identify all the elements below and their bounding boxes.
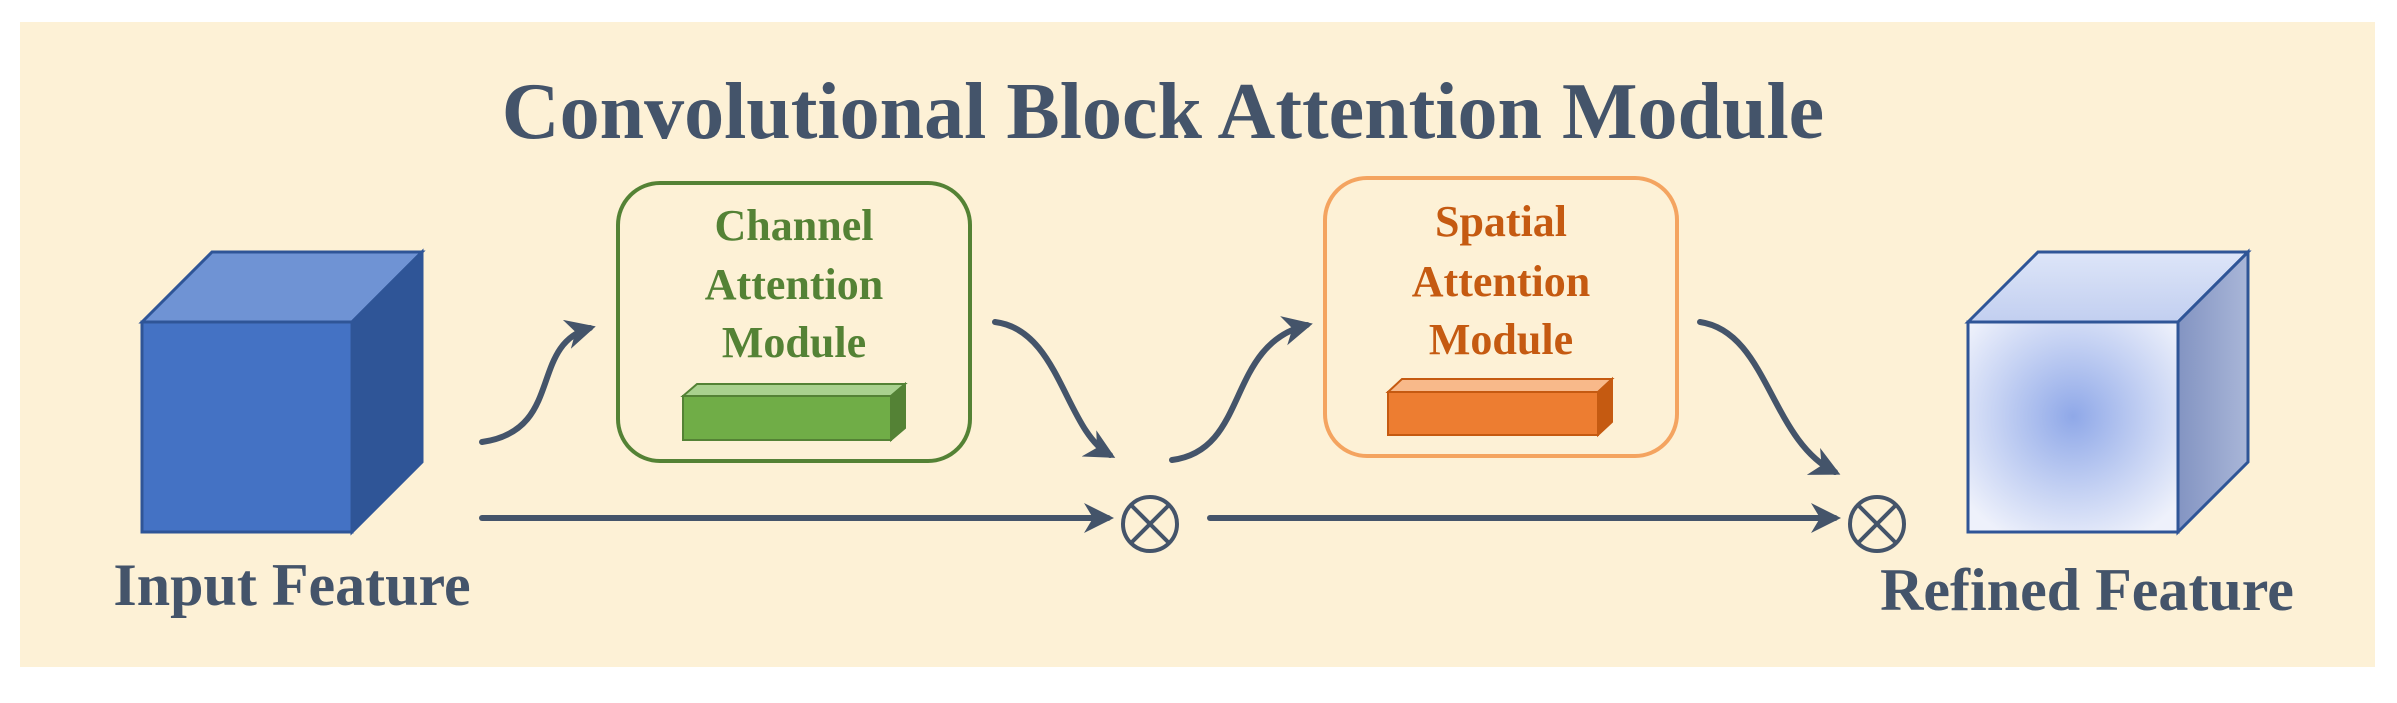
input-feature-cube — [138, 248, 426, 536]
arrow-multiply-to-spatial — [1169, 316, 1313, 463]
arrow-channel-to-multiply — [992, 319, 1116, 458]
channel-attention-bar — [680, 381, 908, 443]
spatial-attention-bar — [1385, 376, 1615, 438]
spatial-attention-module: Spatial Attention Module — [1323, 176, 1679, 458]
channel-module-line-1: Channel — [715, 201, 874, 250]
multiply-operator-1 — [1121, 495, 1179, 553]
spatial-module-line-2: Attention — [1412, 257, 1590, 306]
spatial-module-line-1: Spatial — [1435, 197, 1567, 246]
arrow-spatial-to-multiply — [1697, 319, 1841, 475]
spatial-module-line-3: Module — [1429, 315, 1573, 364]
channel-attention-module: Channel Attention Module — [616, 181, 972, 463]
refined-feature-label: Refined Feature — [1880, 557, 2294, 623]
multiply-operator-2 — [1848, 495, 1906, 553]
input-feature-label: Input Feature — [113, 552, 470, 618]
refined-feature-cube — [1964, 248, 2252, 536]
channel-module-line-2: Attention — [705, 260, 883, 309]
channel-module-line-3: Module — [722, 318, 866, 367]
arrow-input-to-channel — [479, 319, 596, 445]
diagram-title: Convolutional Block Attention Module — [502, 68, 1824, 156]
